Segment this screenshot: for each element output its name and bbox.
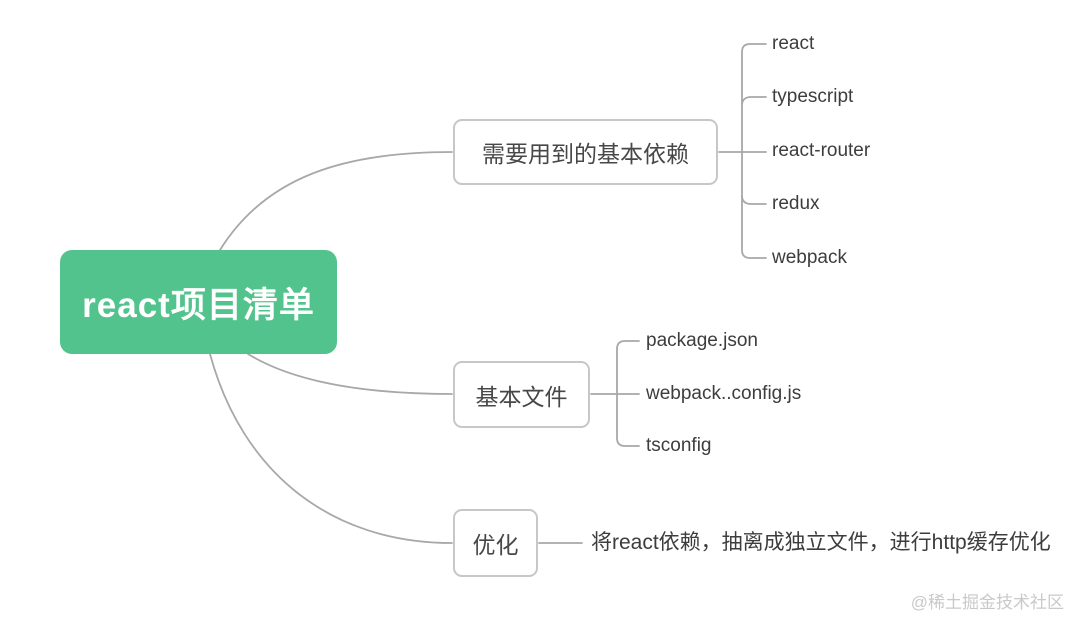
edge-branch-2-trunk	[616, 340, 640, 447]
edge-root-to-branch-1	[219, 151, 453, 251]
branch-node-label: 需要用到的基本依赖	[482, 141, 689, 167]
leaf-node-tsconfig[interactable]: tsconfig	[646, 435, 712, 456]
branch-node-label: 优化	[472, 532, 519, 558]
edge-root-to-branch-2	[247, 353, 453, 395]
branch-node-label: 基本文件	[475, 383, 568, 410]
leaf-node-react[interactable]: react	[772, 33, 815, 54]
root-node-label: react项目清单	[82, 285, 315, 325]
leaf-node-webpack-config[interactable]: webpack..config.js	[646, 383, 802, 404]
root-node[interactable]: react项目清单	[60, 250, 337, 354]
leaf-node-typescript[interactable]: typescript	[772, 86, 854, 107]
branch-node-files[interactable]: 基本文件	[453, 361, 590, 428]
edge-branch-1-stub-redux	[741, 196, 767, 205]
watermark: @稀土掘金技术社区	[910, 593, 1064, 612]
branch-node-optimization[interactable]: 优化	[453, 509, 538, 577]
leaf-node-optimization-detail[interactable]: 将react依赖，抽离成独立文件，进行http缓存优化	[591, 531, 1051, 554]
edge-root-to-branch-3	[209, 353, 453, 544]
edge-branch-1-stub-typescript	[741, 96, 767, 105]
branch-node-dependencies[interactable]: 需要用到的基本依赖	[453, 119, 718, 185]
leaf-node-react-router[interactable]: react-router	[772, 140, 871, 161]
leaf-node-webpack[interactable]: webpack	[772, 247, 847, 268]
leaf-node-redux[interactable]: redux	[772, 193, 820, 214]
edge-branch-1-trunk	[741, 43, 767, 259]
leaf-node-package-json[interactable]: package.json	[646, 330, 758, 351]
